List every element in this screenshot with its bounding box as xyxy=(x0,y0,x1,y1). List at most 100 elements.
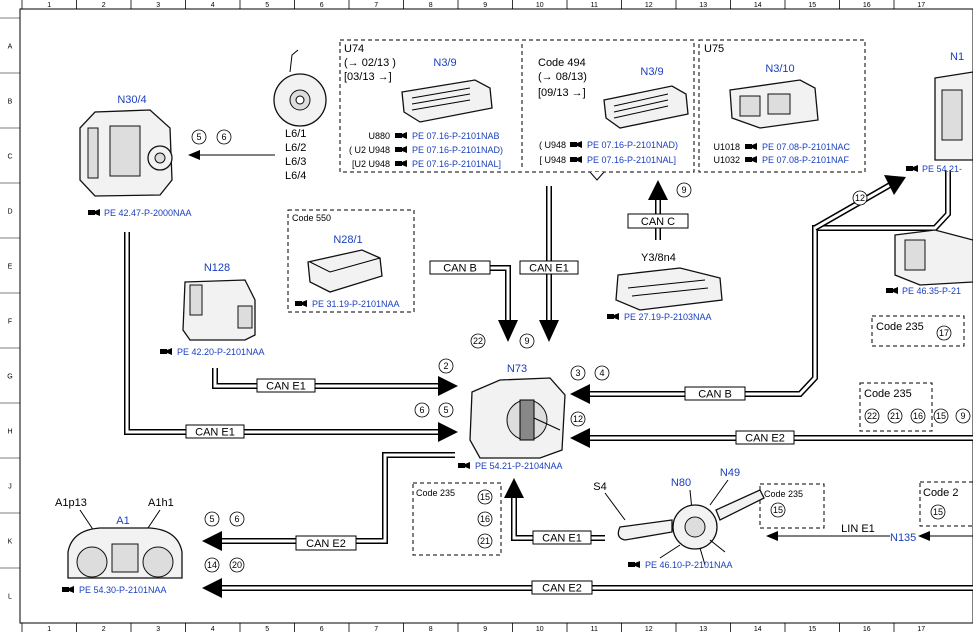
marker: 6 xyxy=(229,511,245,527)
svg-text:22: 22 xyxy=(867,411,877,421)
n80-steering-module[interactable]: N80 N49 S4 PE 46.10-P-2101NAA xyxy=(593,467,765,570)
bus-label-cane1-4: CAN E1 xyxy=(532,530,592,545)
u75-ecu[interactable]: U75 N3/10 U1018 PE 07.08-P-2101NAC U1032… xyxy=(704,43,851,165)
code235-box-a xyxy=(412,482,502,556)
ruler-col-label: 15 xyxy=(808,626,816,633)
u74-ref-1: PE 07.16-P-2101NAB xyxy=(412,131,500,141)
n49-label: N49 xyxy=(720,467,740,479)
code494-n3-9-label: N3/9 xyxy=(640,66,663,78)
n1-label: N1 xyxy=(950,51,964,63)
n128-label: N128 xyxy=(204,262,230,274)
code494-ref-1: PE 07.16-P-2101NAD) xyxy=(587,140,678,150)
ruler-row-label: A xyxy=(8,44,13,51)
marker: 12 xyxy=(570,411,586,427)
u74-code: U74 xyxy=(344,43,364,55)
ruler-col-label: 11 xyxy=(591,626,598,633)
code494-ref-code-2: [ U948 xyxy=(539,155,566,165)
u74-ecu[interactable]: U74 (→ 02/13 ) [03/13 →] N3/9 U880 PE 07… xyxy=(344,43,503,169)
ruler-col-label: 3 xyxy=(156,2,160,9)
ruler-col-label: 16 xyxy=(863,626,871,633)
svg-text:CAN E1: CAN E1 xyxy=(195,427,235,439)
code235-box-c xyxy=(859,382,933,432)
svg-text:12: 12 xyxy=(573,414,583,424)
y3-8n4-unit[interactable]: Y3/8n4 PE 27.19-P-2103NAA xyxy=(607,252,723,322)
ruler-row-label: B xyxy=(8,99,13,106)
u75-n3-10-label: N3/10 xyxy=(765,63,794,75)
ruler-col-label: 9 xyxy=(483,2,487,9)
svg-text:9: 9 xyxy=(524,336,529,346)
n30-4-abs-unit[interactable]: N30/4 PE 42.47-P-2000NAA xyxy=(79,94,192,218)
l6-4-label: L6/4 xyxy=(285,170,306,182)
a1-label: A1 xyxy=(116,515,129,527)
n28-1-ref: PE 31.19-P-2101NAA xyxy=(312,299,400,309)
u74-ref-3: PE 07.16-P-2101NAL] xyxy=(412,159,501,169)
ruler-col-label: 17 xyxy=(917,2,925,9)
pe46-35-ref: PE 46.35-P-21 xyxy=(902,286,961,296)
u74-date-1: (→ 02/13 ) xyxy=(344,57,396,69)
code494-date-2: [09/13 →] xyxy=(538,87,586,99)
n73-ignition-switch[interactable]: N73 PE 54.21-P-2104NAA xyxy=(458,363,566,471)
n30-4-label: N30/4 xyxy=(117,94,146,106)
bus-label-cane2-1: CAN E2 xyxy=(735,430,795,445)
svg-text:CAN E1: CAN E1 xyxy=(542,533,582,545)
bus-label-cane2-3: CAN E2 xyxy=(531,580,593,595)
ruler-row-label: H xyxy=(7,429,12,436)
code235-label-b: Code 235 xyxy=(764,489,803,499)
svg-text:20: 20 xyxy=(232,560,242,570)
svg-text:5: 5 xyxy=(209,514,214,524)
ruler-col-label: 6 xyxy=(320,626,324,633)
marker: 5 xyxy=(204,511,220,527)
code494-date-1: (→ 08/13) xyxy=(538,71,587,83)
l6-3-label: L6/3 xyxy=(285,156,306,168)
svg-text:CAN E2: CAN E2 xyxy=(745,433,785,445)
marker: 5 xyxy=(191,129,207,145)
ruler-row-label: F xyxy=(8,319,12,326)
ruler-col-label: 7 xyxy=(374,2,378,9)
ruler-row-label: L xyxy=(8,594,12,601)
ruler-col-label: 16 xyxy=(863,2,871,9)
n73-label: N73 xyxy=(507,363,527,375)
u75-ref-1: PE 07.08-P-2101NAC xyxy=(762,142,851,152)
code494-ecu[interactable]: Code 494 (→ 08/13) [09/13 →] N3/9 ( U948… xyxy=(538,57,689,165)
svg-text:CAN E2: CAN E2 xyxy=(542,583,582,595)
marker: 20 xyxy=(229,557,245,573)
ruler-row-label: D xyxy=(7,209,12,216)
n1-unit[interactable]: N1 PE 54.21- xyxy=(906,51,973,174)
n135-label: N135 xyxy=(890,532,916,544)
marker: 14 xyxy=(204,557,220,573)
svg-text:CAN E1: CAN E1 xyxy=(266,381,306,393)
a1p13-label: A1p13 xyxy=(55,497,87,509)
bus-label-cane1-3: CAN E1 xyxy=(185,424,245,439)
svg-text:5: 5 xyxy=(196,132,201,142)
n128-unit[interactable]: N128 PE 42.20-P-2101NAA xyxy=(160,262,265,357)
ruler-row-label: C xyxy=(7,154,12,161)
s4-label: S4 xyxy=(593,481,606,493)
ruler-col-label: 10 xyxy=(536,2,544,9)
a1-instrument-cluster[interactable]: A1p13 A1h1 A1 PE 54.30-P-2101NAA xyxy=(55,497,183,595)
svg-text:17: 17 xyxy=(939,328,949,338)
steering-column-unit[interactable]: PE 46.35-P-21 xyxy=(886,229,973,296)
n28-1-unit[interactable]: Code 550 N28/1 PE 31.19-P-2101NAA xyxy=(292,213,400,309)
ruler-col-label: 9 xyxy=(483,626,487,633)
marker: 15 xyxy=(933,408,949,424)
u74-ref-2: PE 07.16-P-2101NAD) xyxy=(412,145,503,155)
a1h1-label: A1h1 xyxy=(148,497,174,509)
ruler-col-label: 3 xyxy=(156,626,160,633)
n1-ref: PE 54.21- xyxy=(922,164,962,174)
marker: 6 xyxy=(414,402,430,418)
ruler-row-label: K xyxy=(8,539,13,546)
bus-label-line1: LIN E1 xyxy=(841,523,875,535)
marker: 15 xyxy=(930,504,946,520)
ruler-col-label: 5 xyxy=(265,626,269,633)
ruler-col-label: 12 xyxy=(645,626,653,633)
marker: 4 xyxy=(594,365,610,381)
svg-text:21: 21 xyxy=(480,536,490,546)
u75-box xyxy=(698,39,866,173)
ruler-col-label: 14 xyxy=(754,2,762,9)
y3-label: Y3/8n4 xyxy=(641,252,676,264)
svg-text:15: 15 xyxy=(773,505,783,515)
svg-text:22: 22 xyxy=(473,336,483,346)
bus-label-canb-2: CAN B xyxy=(684,386,746,401)
